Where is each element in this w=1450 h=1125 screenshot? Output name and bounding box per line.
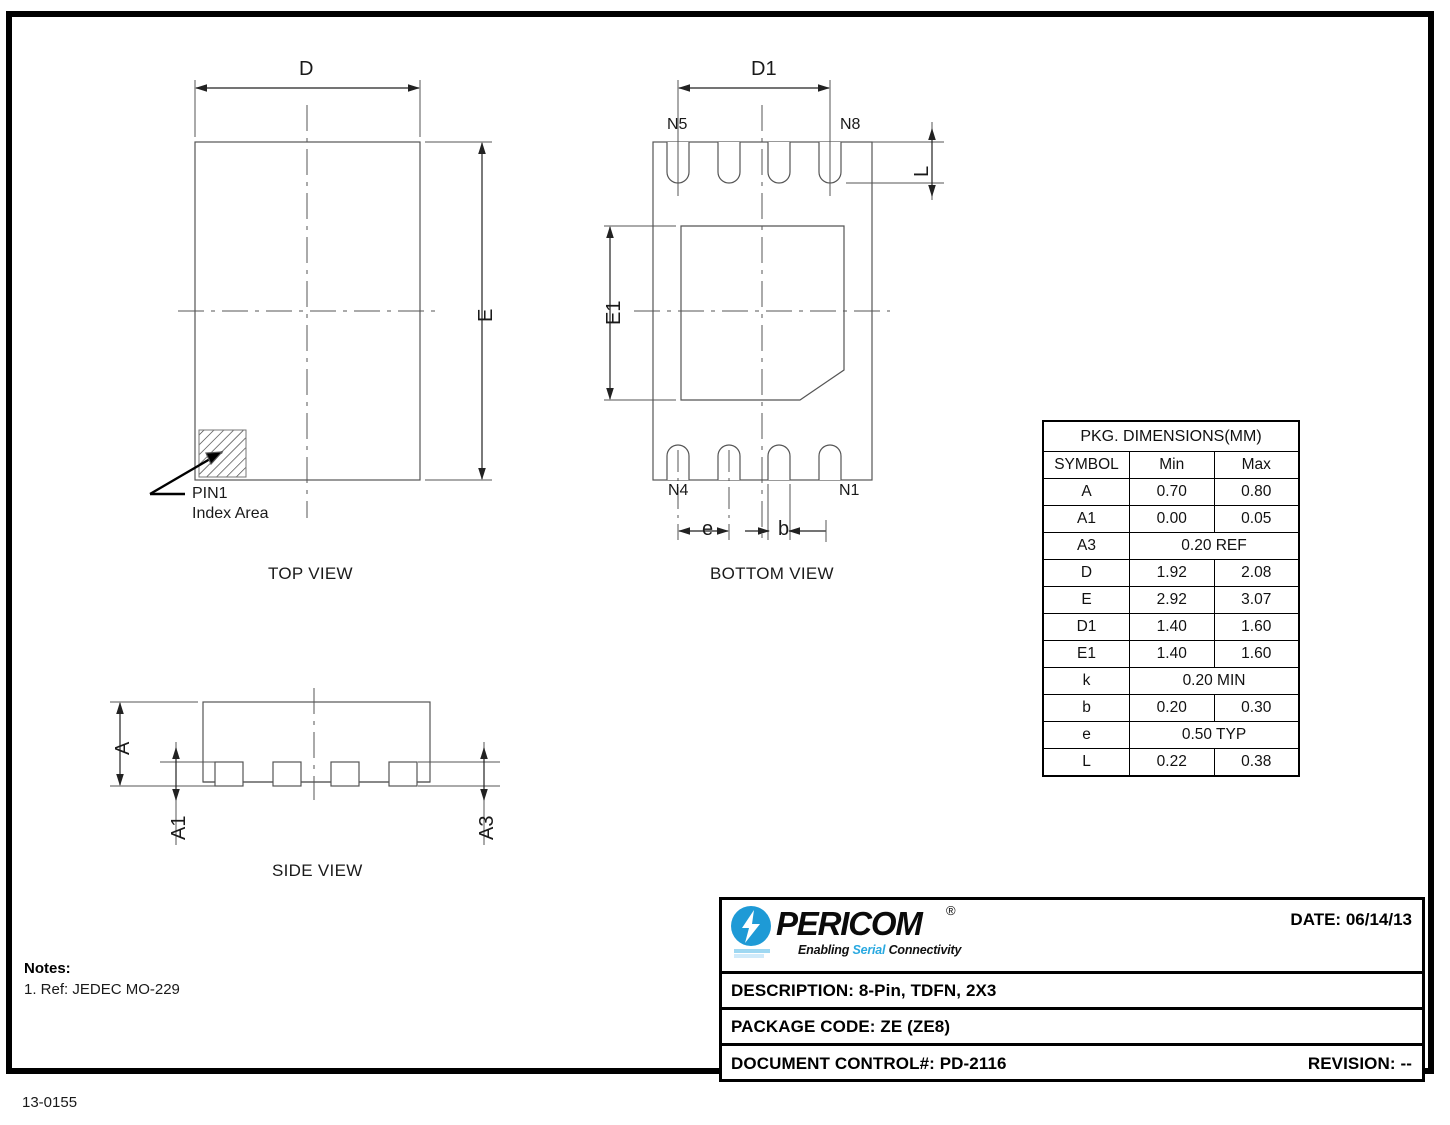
cell-symbol: b [1042, 694, 1131, 722]
cell-max: 2.08 [1213, 559, 1300, 587]
top-view-dim-d-label: D [299, 58, 314, 80]
cell-min: 0.20 [1129, 694, 1215, 722]
tagline-part-3: Connectivity [885, 942, 962, 957]
pin-label-n4: N4 [668, 482, 689, 499]
title-block-date: DATE: 06/14/13 [1290, 910, 1412, 929]
table-row: e 0.50 TYP [1042, 721, 1300, 749]
pin-label-n5: N5 [667, 116, 688, 133]
top-view-title: TOP VIEW [268, 564, 353, 583]
side-view-dim-a-label: A [112, 741, 134, 755]
registered-mark-icon: ® [946, 902, 956, 918]
notes-title: Notes: [24, 960, 71, 977]
cell-min: 2.92 [1129, 586, 1215, 614]
header-symbol: SYMBOL [1042, 451, 1131, 479]
cell-span-value: 0.20 MIN [1129, 667, 1300, 695]
header-max: Max [1213, 451, 1300, 479]
title-block-doc-control-row: DOCUMENT CONTROL#: PD-2116 REVISION: -- [722, 1046, 1422, 1082]
cell-symbol: A1 [1042, 505, 1131, 533]
side-view-dim-a1-label: A1 [168, 815, 190, 840]
bottom-view-title: BOTTOM VIEW [710, 564, 834, 583]
top-view-dim-e-label: E [475, 308, 497, 322]
title-block-description-row: DESCRIPTION: 8-Pin, TDFN, 2X3 [722, 974, 1422, 1010]
table-title-row: PKG. DIMENSIONS(MM) [1042, 420, 1300, 452]
table-row: E1 1.40 1.60 [1042, 640, 1300, 668]
cell-min: 1.40 [1129, 640, 1215, 668]
cell-span-value: 0.20 REF [1129, 532, 1300, 560]
cell-symbol: A [1042, 478, 1131, 506]
bottom-view-dim-b-label: b [778, 518, 790, 540]
table-row: A1 0.00 0.05 [1042, 505, 1300, 533]
table-header-row: SYMBOL Min Max [1042, 451, 1300, 479]
header-min: Min [1129, 451, 1215, 479]
tagline-part-2: Serial [852, 942, 886, 957]
table-title-cell: PKG. DIMENSIONS(MM) [1042, 420, 1300, 452]
cell-min: 1.40 [1129, 613, 1215, 641]
cell-max: 0.30 [1213, 694, 1300, 722]
title-block-package-code: PACKAGE CODE: ZE (ZE8) [731, 1016, 951, 1036]
table-row: D 1.92 2.08 [1042, 559, 1300, 587]
bottom-view-dim-e1-label: E1 [603, 300, 625, 325]
pericom-wordmark: PERICOM [776, 904, 923, 942]
table-row: A3 0.20 REF [1042, 532, 1300, 560]
pericom-tagline: Enabling Serial Connectivity [798, 943, 961, 957]
cell-min: 0.70 [1129, 478, 1215, 506]
cell-min: 0.22 [1129, 748, 1215, 777]
bottom-view-dim-d1-label: D1 [751, 58, 777, 80]
title-block-revision: REVISION: -- [1307, 1054, 1412, 1073]
table-row: b 0.20 0.30 [1042, 694, 1300, 722]
tagline-part-1: Enabling [798, 942, 853, 957]
pericom-bolt-icon [731, 905, 771, 958]
cell-max: 0.80 [1213, 478, 1300, 506]
bottom-view-dim-e-pitch-label: e [702, 518, 714, 540]
cell-symbol: E1 [1042, 640, 1131, 668]
cell-symbol: D1 [1042, 613, 1131, 641]
pin1-index-area-label: Index Area [192, 505, 269, 522]
side-view-title: SIDE VIEW [272, 861, 363, 880]
notes-item: 1. Ref: JEDEC MO-229 [24, 981, 180, 998]
bottom-view-dim-l-label: L [911, 165, 933, 177]
title-block: PERICOM ® Enabling Serial Connectivity D… [719, 897, 1425, 1082]
pin-label-n1: N1 [839, 482, 860, 499]
cell-symbol: e [1042, 721, 1131, 749]
cell-symbol: E [1042, 586, 1131, 614]
cell-min: 1.92 [1129, 559, 1215, 587]
cell-span-value: 0.50 TYP [1129, 721, 1300, 749]
table-row: D1 1.40 1.60 [1042, 613, 1300, 641]
side-view-dim-a3-label: A3 [476, 815, 498, 840]
cell-max: 1.60 [1213, 640, 1300, 668]
cell-max: 1.60 [1213, 613, 1300, 641]
table-row: A 0.70 0.80 [1042, 478, 1300, 506]
cell-max: 0.05 [1213, 505, 1300, 533]
title-block-logo-row: PERICOM ® Enabling Serial Connectivity D… [722, 900, 1422, 974]
title-block-description: DESCRIPTION: 8-Pin, TDFN, 2X3 [731, 980, 997, 1000]
cell-symbol: L [1042, 748, 1131, 777]
cell-symbol: k [1042, 667, 1131, 695]
pericom-logo: PERICOM ® Enabling Serial Connectivity [730, 901, 1000, 971]
cell-min: 0.00 [1129, 505, 1215, 533]
cell-max: 3.07 [1213, 586, 1300, 614]
cell-max: 0.38 [1213, 748, 1300, 777]
pin-label-n8: N8 [840, 116, 861, 133]
pin1-label: PIN1 [192, 485, 228, 502]
cell-symbol: A3 [1042, 532, 1131, 560]
title-block-document-control: DOCUMENT CONTROL#: PD-2116 [731, 1054, 1007, 1073]
table-row: k 0.20 MIN [1042, 667, 1300, 695]
table-row: L 0.22 0.38 [1042, 748, 1300, 777]
title-block-package-code-row: PACKAGE CODE: ZE (ZE8) [722, 1010, 1422, 1046]
document-reference-number: 13-0155 [22, 1094, 78, 1111]
table-row: E 2.92 3.07 [1042, 586, 1300, 614]
cell-symbol: D [1042, 559, 1131, 587]
package-dimensions-table: PKG. DIMENSIONS(MM) SYMBOL Min Max A 0.7… [1042, 420, 1300, 777]
